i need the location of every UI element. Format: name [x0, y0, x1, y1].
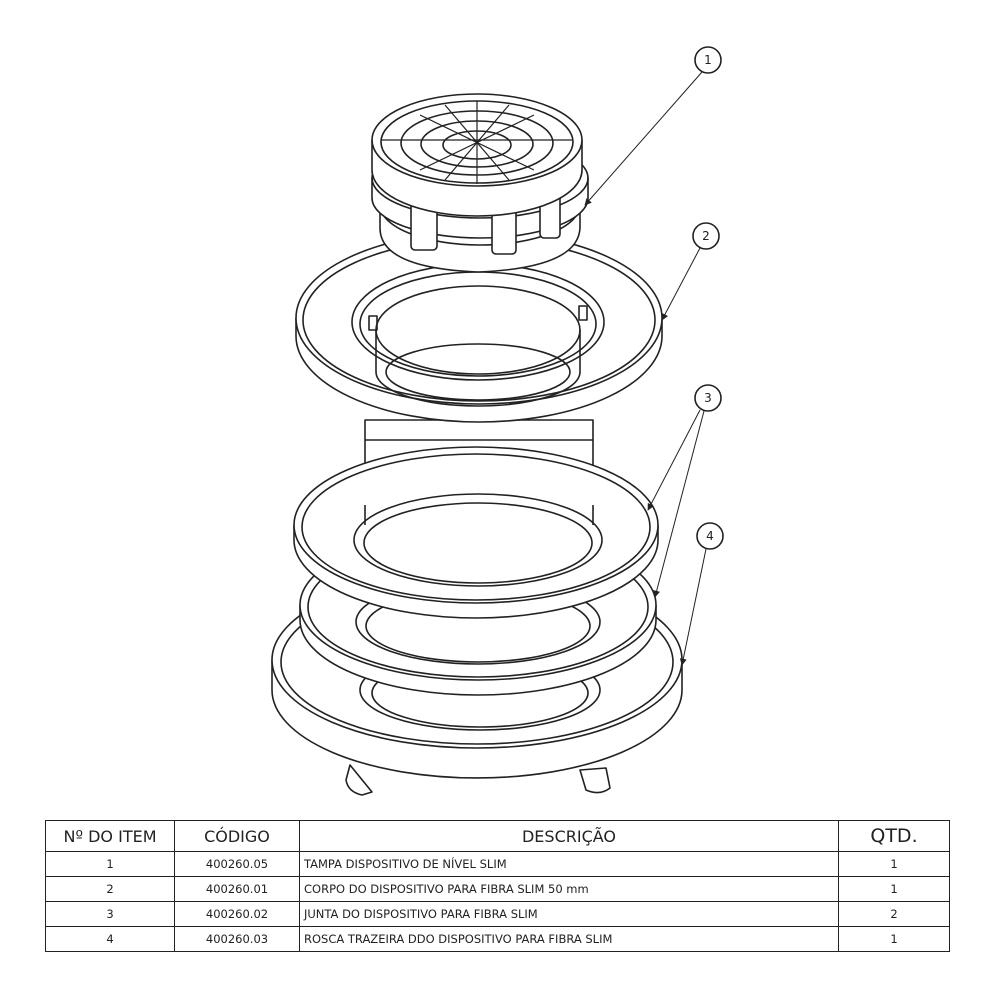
table-row: 2 400260.01 CORPO DO DISPOSITIVO PARA FI… [45, 876, 950, 902]
header-code: CÓDIGO [174, 820, 300, 852]
bill-of-materials-table: Nº DO ITEM CÓDIGO DESCRIÇÃO QTD. 1 40026… [45, 820, 950, 952]
item-code: 400260.03 [174, 926, 300, 952]
item-quantity: 2 [838, 901, 950, 927]
item-description: ROSCA TRAZEIRA DDO DISPOSITIVO PARA FIBR… [299, 926, 839, 952]
item-number: 4 [45, 926, 175, 952]
balloon-1 [584, 46, 722, 206]
item-quantity: 1 [838, 851, 950, 877]
part-junta-upper [293, 446, 659, 619]
item-quantity: 1 [838, 926, 950, 952]
item-code: 400260.05 [174, 851, 300, 877]
balloon-2 [661, 222, 720, 321]
balloon-4 [679, 522, 724, 666]
balloon-3-label: 3 [704, 391, 712, 405]
item-description: TAMPA DISPOSITIVO DE NÍVEL SLIM [299, 851, 839, 877]
item-number: 3 [45, 901, 175, 927]
balloon-4-label: 4 [706, 529, 714, 543]
item-code: 400260.01 [174, 876, 300, 902]
item-number: 2 [45, 876, 175, 902]
balloon-2-label: 2 [702, 229, 710, 243]
bom-header-row: Nº DO ITEM CÓDIGO DESCRIÇÃO QTD. [45, 820, 950, 852]
balloon-1-label: 1 [704, 53, 712, 67]
item-number: 1 [45, 851, 175, 877]
item-description: JUNTA DO DISPOSITIVO PARA FIBRA SLIM [299, 901, 839, 927]
table-row: 4 400260.03 ROSCA TRAZEIRA DDO DISPOSITI… [45, 926, 950, 952]
header-quantity: QTD. [838, 820, 950, 852]
header-description: DESCRIÇÃO [299, 820, 839, 852]
balloon-3 [647, 384, 722, 598]
header-item-number: Nº DO ITEM [45, 820, 175, 852]
table-row: 1 400260.05 TAMPA DISPOSITIVO DE NÍVEL S… [45, 851, 950, 877]
part-tampa [371, 93, 589, 273]
table-row: 3 400260.02 JUNTA DO DISPOSITIVO PARA FI… [45, 901, 950, 927]
item-code: 400260.02 [174, 901, 300, 927]
item-description: CORPO DO DISPOSITIVO PARA FIBRA SLIM 50 … [299, 876, 839, 902]
item-quantity: 1 [838, 876, 950, 902]
exploded-view-drawing: 1 2 3 4 [271, 46, 724, 796]
